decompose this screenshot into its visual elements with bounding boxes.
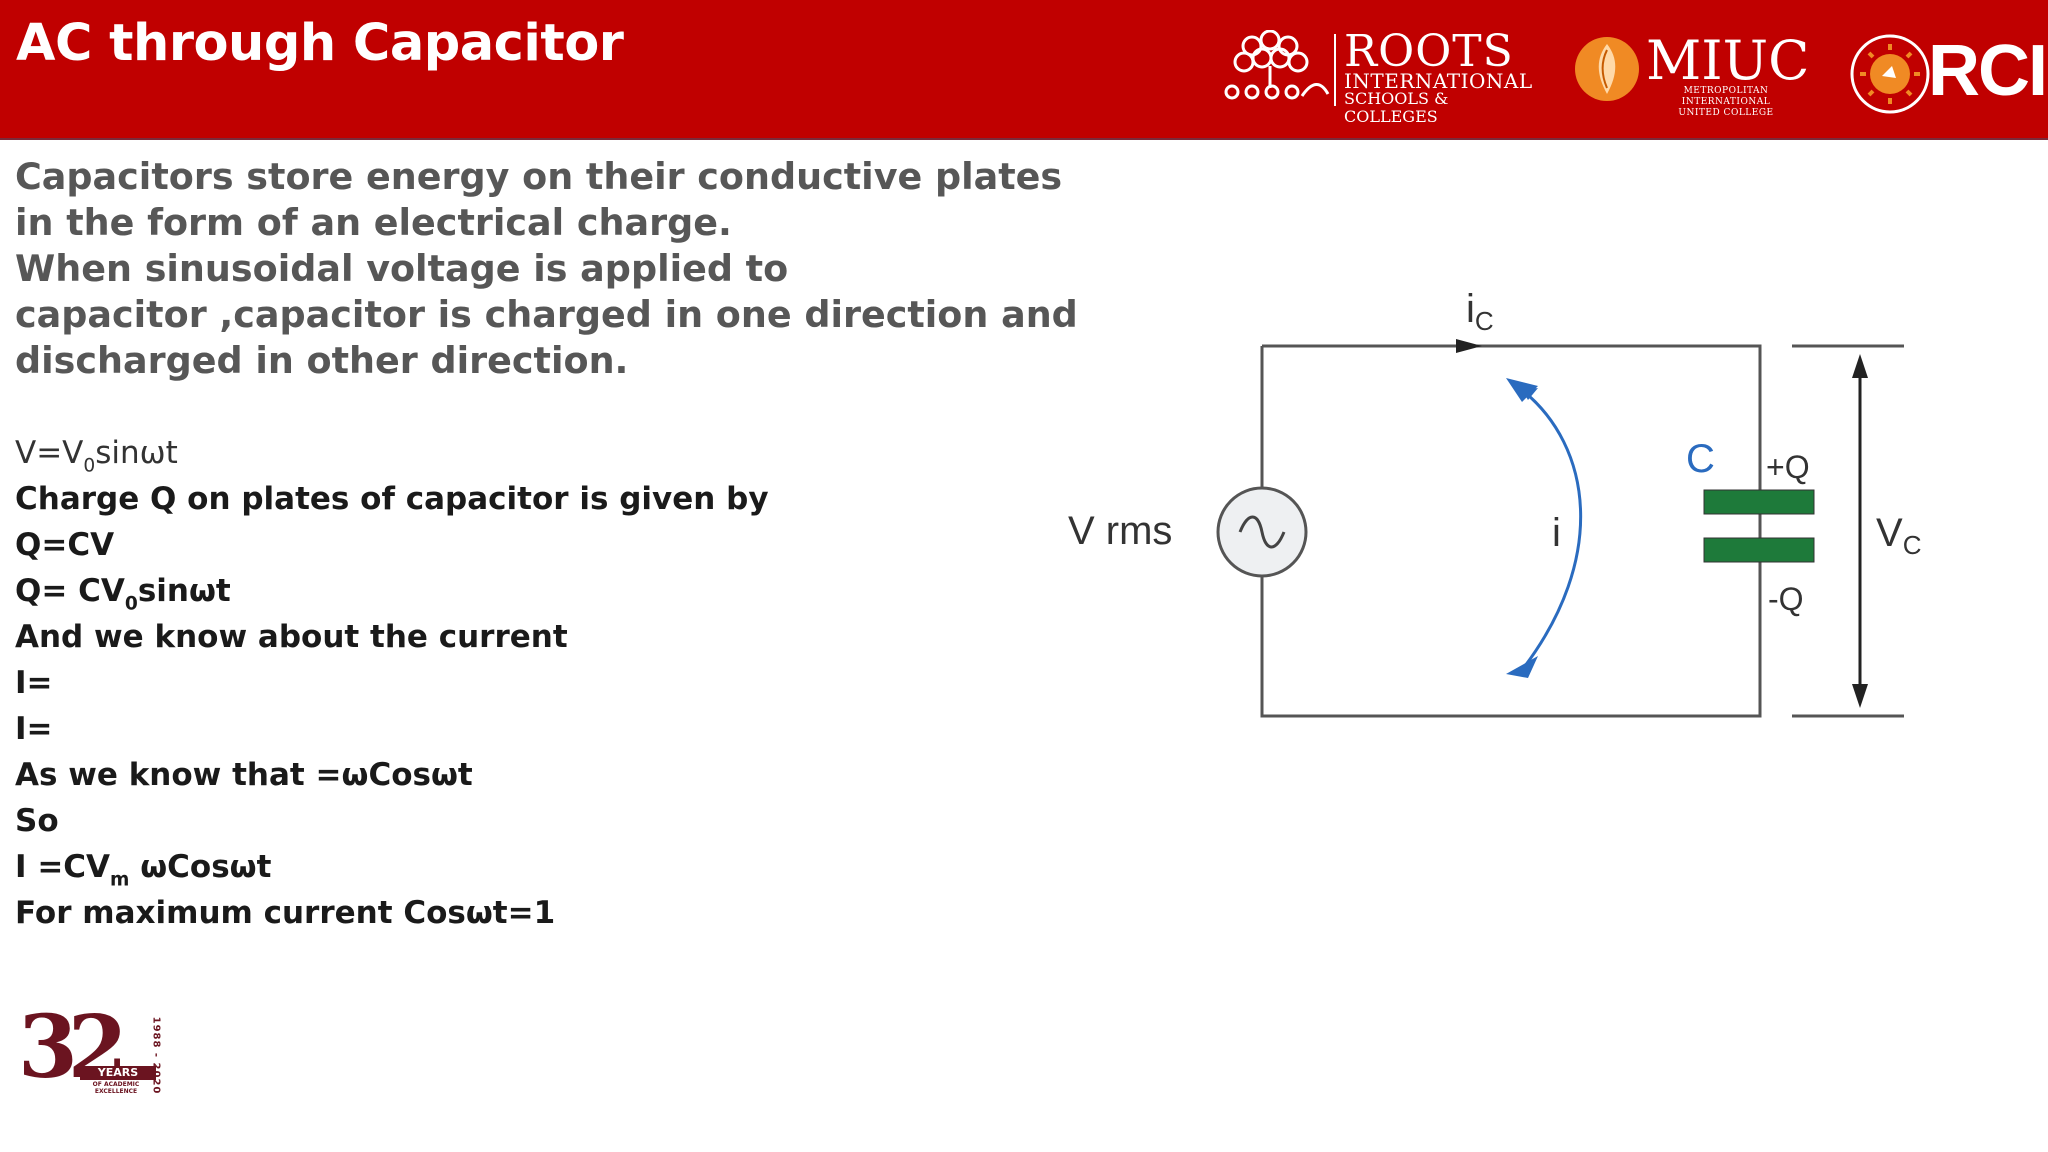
- charge-eq-lhs: Q= CV: [15, 573, 125, 609]
- ic-label-main: i: [1466, 287, 1475, 331]
- voltage-eq-subscript: 0: [83, 455, 96, 477]
- current-statement: And we know about the current: [15, 619, 568, 655]
- vc-label-sub: C: [1903, 530, 1922, 560]
- slide-title: AC through Capacitor: [16, 14, 624, 73]
- circuit-wires: [1260, 344, 1762, 718]
- current-equation-2: I=: [15, 711, 53, 747]
- voltage-eq-lhs: V=V: [15, 435, 84, 471]
- capacitor-plate-top: [1703, 489, 1815, 515]
- max-current-statement: For maximum current Cosωt=1: [15, 895, 556, 931]
- orange-sun-emblem-icon: [1850, 34, 1930, 114]
- anniversary-years: YEARS: [80, 1066, 156, 1080]
- intro-line-1: Capacitors store energy on their conduct…: [15, 155, 1063, 198]
- vc-label: VC: [1876, 511, 1921, 560]
- loop-wire: [1260, 344, 1762, 718]
- intro-text: Capacitors store energy on their conduct…: [15, 154, 1078, 384]
- vc-arrowhead-up: [1852, 354, 1868, 378]
- q-equals-cv: Q=CV: [15, 527, 115, 563]
- loop-current-label: i: [1552, 511, 1561, 555]
- charge-eq-rhs: sinωt: [137, 573, 231, 609]
- roots-subtitle-2: SCHOOLS & COLLEGES: [1344, 89, 1449, 126]
- miuc-wordmark: MIUC: [1646, 29, 1810, 92]
- current-final-equation: I =CVm ωCosωt: [15, 844, 1015, 890]
- anniversary-subtitle: OF ACADEMIC EXCELLENCE: [92, 1081, 140, 1095]
- miuc-subtitle-line2: UNITED COLLEGE: [1678, 108, 1774, 118]
- charge-equation: Q= CV0sinωt: [15, 568, 1015, 614]
- capacitor-circuit-diagram: iC V rms i C +Q -Q VC: [1068, 287, 1921, 718]
- current-final-subscript: m: [110, 869, 130, 891]
- ic-label-sub: C: [1475, 306, 1494, 336]
- rci-wordmark: RCI: [1928, 31, 2048, 111]
- so-text: So: [15, 803, 59, 839]
- current-final-lhs: I =CV: [15, 849, 111, 885]
- source-label: V rms: [1068, 509, 1172, 553]
- current-arrowhead-bottom: [1506, 656, 1538, 678]
- anniversary-range: 1988 - 2020: [150, 1016, 162, 1095]
- anniversary-badge: 32 YEARS OF ACADEMIC EXCELLENCE 1988 - 2…: [18, 1000, 162, 1096]
- roots-logo: ROOTS INTERNATIONAL SCHOOLS & COLLEGES: [1222, 26, 1532, 126]
- rci-logo: RCI: [1848, 30, 2048, 114]
- orange-flame-emblem-icon: [1575, 37, 1639, 101]
- positive-charge-label: +Q: [1766, 449, 1810, 485]
- capacitor-label: C: [1686, 437, 1715, 481]
- title-bar: AC through Capacitor ROOTS INTERNATIONAL…: [0, 0, 2048, 140]
- logo-divider: [1334, 34, 1336, 106]
- charge-eq-subscript: 0: [124, 593, 138, 615]
- equation-list: V=V0sinωt Charge Q on plates of capacito…: [15, 430, 1015, 936]
- current-final-rhs: ωCosωt: [129, 849, 272, 885]
- current-equation-1: I=: [15, 665, 53, 701]
- partner-logos: ROOTS INTERNATIONAL SCHOOLS & COLLEGES M…: [0, 0, 2048, 138]
- charge-statement: Charge Q on plates of capacitor is given…: [15, 481, 769, 517]
- negative-charge-label: -Q: [1768, 581, 1804, 617]
- roots-subtitle: INTERNATIONAL: [1344, 69, 1533, 93]
- intro-line-3: When sinusoidal voltage is applied to: [15, 247, 789, 290]
- sine-wave-icon: [1238, 515, 1286, 549]
- derivative-statement: As we know that =ωCosωt: [15, 757, 473, 793]
- intro-line-2: in the form of an electrical charge.: [15, 201, 732, 244]
- current-arrowhead-top-fill: [1506, 378, 1538, 402]
- miuc-subtitle-line1: METROPOLITAN INTERNATIONAL: [1681, 86, 1771, 107]
- ic-arrowhead: [1456, 339, 1482, 353]
- tree-of-kids-icon: [1224, 30, 1330, 100]
- vc-arrowhead-down: [1852, 684, 1868, 708]
- roots-wordmark: ROOTS: [1344, 26, 1514, 77]
- voltage-eq-rhs: sinωt: [95, 435, 178, 471]
- intro-line-5: discharged in other direction.: [15, 339, 629, 382]
- miuc-logo: MIUC METROPOLITAN INTERNATIONAL UNITED C…: [1574, 32, 1809, 118]
- capacitor-plate-bottom: [1703, 537, 1815, 563]
- intro-line-4: capacitor ,capacitor is charged in one d…: [15, 293, 1078, 336]
- miuc-subtitle: METROPOLITAN INTERNATIONAL UNITED COLLEG…: [1646, 86, 1806, 119]
- vc-label-main: V: [1876, 511, 1903, 555]
- voltage-equation: V=V0sinωt: [15, 430, 1015, 476]
- current-direction-arrow: [1520, 388, 1583, 671]
- ic-label: iC: [1466, 287, 1494, 336]
